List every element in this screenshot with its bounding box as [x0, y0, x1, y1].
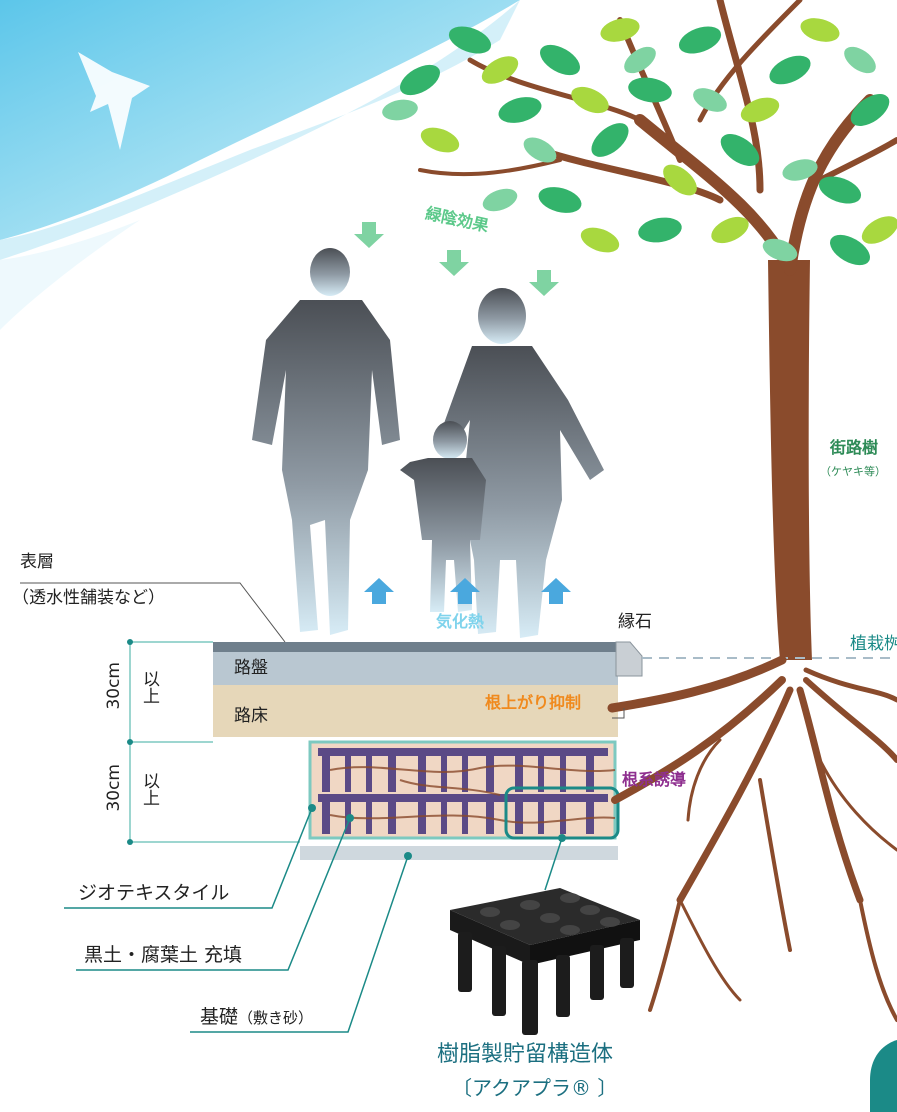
geotextile-label: ジオテキスタイル	[78, 882, 230, 904]
depth-upper-unit: 以上	[139, 670, 159, 704]
product-name: 樹脂製貯留構造体	[437, 1042, 614, 1067]
leader-lines	[20, 582, 625, 719]
subgrade-band	[213, 685, 618, 737]
subgrade-label: 路床	[234, 706, 268, 726]
pavement-cross-section	[213, 641, 897, 860]
bird-icon	[78, 52, 150, 150]
root-lift-suppression-label: 根上がり抑制	[485, 693, 582, 712]
curb-stone-shape	[615, 641, 643, 677]
depth-upper-value: 30cm	[104, 662, 124, 710]
aqua-pla-product-image	[450, 888, 640, 1035]
people-silhouette	[252, 248, 604, 638]
road-base-label: 路盤	[234, 658, 268, 678]
tree-roots	[607, 655, 897, 1022]
depth-lower-unit: 以上	[139, 772, 159, 806]
depth-lower-value: 30cm	[104, 764, 124, 812]
product-brand: 〔アクアプラ® 〕	[452, 1076, 618, 1100]
foundation-label: 基礎	[200, 1006, 239, 1028]
surface-layer-note: （透水性舗装など）	[12, 588, 165, 608]
foundation-note: （敷き砂）	[238, 1009, 314, 1027]
shade-arrows	[354, 222, 559, 296]
street-tree-label: 街路樹	[830, 438, 879, 457]
street-tree-note: （ケヤキ等）	[820, 465, 886, 478]
evaporation-arrows	[364, 578, 571, 604]
road-base-band	[213, 652, 618, 685]
surface-layer-band	[213, 642, 618, 652]
sky-background	[0, 0, 520, 330]
foundation-label-group: 基礎（敷き砂）	[200, 1008, 313, 1027]
planting-boundary-label: 植栽桝	[850, 634, 897, 654]
curb-stone-label: 縁石	[618, 612, 652, 632]
evaporation-heat-label: 気化熱	[436, 612, 485, 631]
root-guidance-label: 根系誘導	[622, 770, 687, 789]
foundation-sand-band	[300, 846, 618, 860]
surface-layer-label: 表層	[20, 552, 54, 572]
fill-soil-label: 黒土・腐葉土 充填	[84, 944, 243, 966]
tree-canopy	[382, 18, 897, 266]
